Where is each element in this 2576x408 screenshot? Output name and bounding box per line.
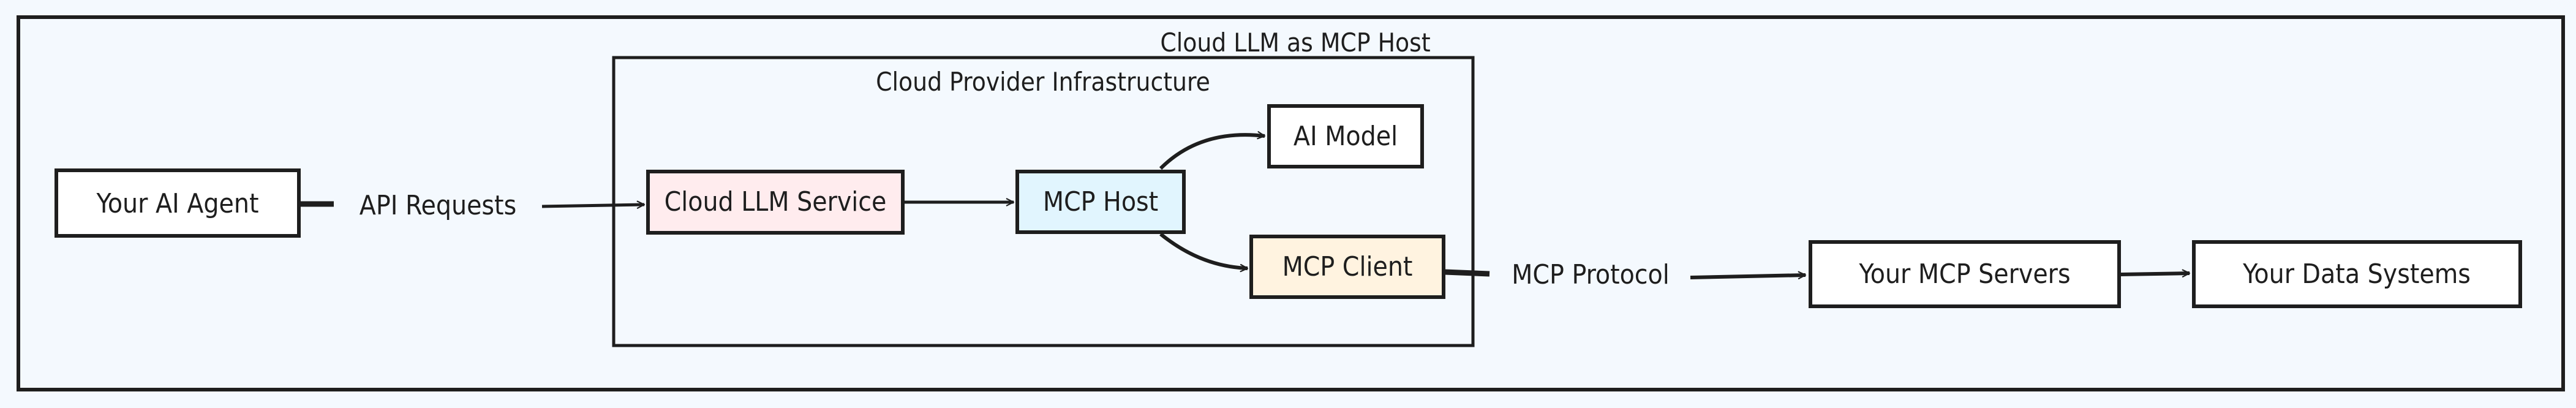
edge-line	[1444, 269, 1490, 277]
edge-label-api-requests: API Requests	[360, 190, 516, 221]
edge-line	[541, 200, 646, 209]
node-frame	[646, 170, 905, 235]
node-your-mcp-servers[interactable]: Your MCP Servers	[1809, 240, 2121, 308]
node-label: AI Model	[1294, 121, 1398, 152]
node-your-ai-agent[interactable]: Your AI Agent	[55, 168, 301, 238]
node-cloud-llm-service[interactable]: Cloud LLM Service	[646, 170, 905, 235]
node-frame	[55, 168, 301, 238]
edge-line	[1159, 131, 1266, 170]
node-label: MCP Client	[1282, 251, 1413, 282]
edge-servers-to-data	[2120, 269, 2191, 278]
node-mcp-host[interactable]: MCP Host	[1015, 170, 1186, 234]
node-frame	[1267, 104, 1424, 168]
edge-agent-to-llm: API Requests	[300, 190, 646, 221]
node-label: Your MCP Servers	[1858, 259, 2070, 290]
node-frame	[1809, 240, 2121, 308]
node-label: Cloud LLM Service	[665, 186, 887, 217]
edge-label-mcp-protocol: MCP Protocol	[1512, 259, 1670, 290]
node-mcp-client[interactable]: MCP Client	[1249, 235, 1445, 299]
edge-host-to-model	[1159, 131, 1266, 170]
edge-line	[1690, 271, 1807, 279]
node-frame	[2192, 240, 2522, 308]
node-label: Your Data Systems	[2242, 259, 2471, 290]
node-label: Your AI Agent	[96, 188, 259, 219]
outer-group-title: Cloud LLM as MCP Host	[1160, 28, 1430, 58]
edge-line	[2120, 269, 2191, 278]
edge-client-to-servers: MCP Protocol	[1444, 259, 1807, 290]
edge-host-to-client	[1159, 232, 1249, 273]
node-frame	[1249, 235, 1445, 299]
node-your-data-systems[interactable]: Your Data Systems	[2192, 240, 2522, 308]
edge-line	[1159, 232, 1249, 273]
node-ai-model[interactable]: AI Model	[1267, 104, 1424, 168]
node-label: MCP Host	[1043, 186, 1158, 217]
inner-group-title: Cloud Provider Infrastructure	[876, 67, 1210, 97]
node-frame	[1015, 170, 1186, 234]
